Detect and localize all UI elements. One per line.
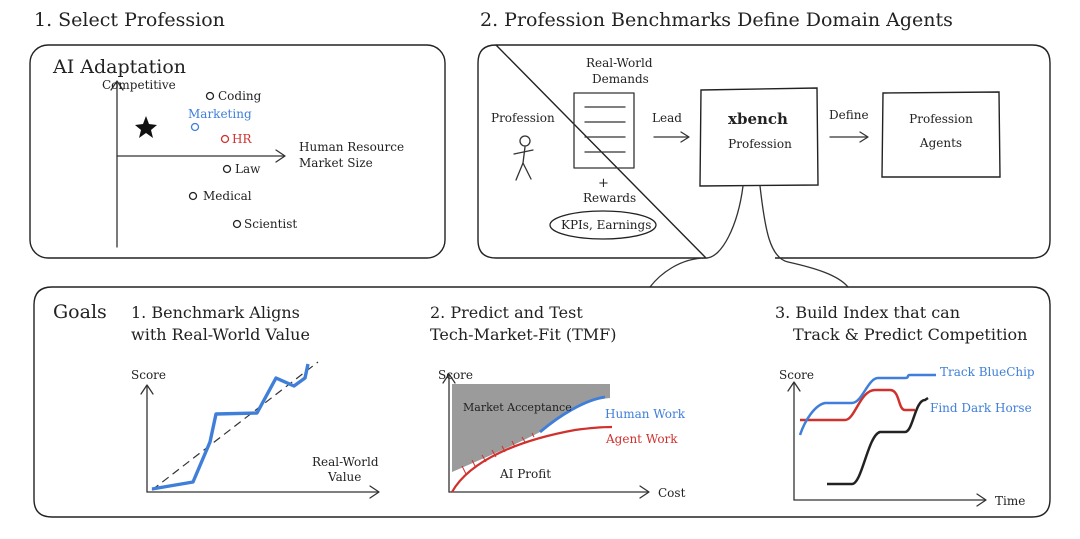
goal1-x-label-line2: Value <box>327 470 361 484</box>
person-icon <box>513 135 534 181</box>
section1-panel <box>29 44 446 259</box>
goal1-trend-line <box>151 361 319 491</box>
agent-work-label: Agent Work <box>605 432 678 446</box>
point-label: Scientist <box>244 217 297 231</box>
demands-line1: Real-World <box>586 56 653 70</box>
circle-marker-icon <box>222 164 232 174</box>
goals-label: Goals <box>53 301 107 323</box>
agents-line2: Agents <box>919 136 962 150</box>
document-icon <box>573 92 635 169</box>
plus-sign: + <box>598 176 609 191</box>
x-axis-label-line2: Market Size <box>299 156 373 170</box>
goal1-axes <box>140 384 380 499</box>
section1-title: 1. Select Profession <box>34 9 225 31</box>
market-acceptance-area <box>452 384 610 472</box>
point-label: Medical <box>203 189 252 203</box>
x-axis-label-line1: Human Resource <box>299 140 404 154</box>
goal2-y-label: Score <box>438 368 473 382</box>
connector-curve-left <box>649 185 744 288</box>
lead-arrow-icon <box>653 131 690 143</box>
goal2-title-line2: Tech-Market-Fit (TMF) <box>430 325 617 344</box>
point-label: Coding <box>218 89 262 103</box>
point-label: HR <box>232 132 252 146</box>
red-index-line <box>800 388 915 422</box>
goal3-title-line1: 3. Build Index that can <box>775 303 960 322</box>
goal1-title-line2: with Real-World Value <box>131 325 310 344</box>
track-bluechip-label: Track BlueChip <box>940 365 1035 379</box>
connector-curve-right <box>759 185 849 288</box>
xbench-box <box>699 87 819 187</box>
goal2-title-line1: 2. Predict and Test <box>430 303 583 322</box>
bluechip-line <box>798 373 936 436</box>
section2-title: 2. Profession Benchmarks Define Domain A… <box>480 9 953 31</box>
agents-box <box>881 91 1001 178</box>
profession-point-medical[interactable]: Medical <box>188 189 252 203</box>
point-label: Marketing <box>188 107 252 121</box>
circle-marker-icon <box>188 191 198 201</box>
profession-label: Profession <box>491 111 555 125</box>
define-arrow-icon <box>829 131 869 143</box>
define-label: Define <box>829 108 869 122</box>
goal2-x-label: Cost <box>658 486 686 500</box>
xbench-title: xbench <box>728 110 788 128</box>
profession-point-scientist[interactable]: Scientist <box>232 217 298 231</box>
goal3-axes <box>787 381 987 507</box>
goal2-axes <box>442 373 650 499</box>
lead-label: Lead <box>652 111 682 125</box>
goal3-x-label: Time <box>995 494 1025 508</box>
goal3-title-line2: Track & Predict Competition <box>793 325 1027 344</box>
circle-marker-icon <box>190 122 200 132</box>
adaptation-axes <box>110 80 286 248</box>
rewards-label: Rewards <box>583 191 636 205</box>
profession-point-marketing[interactable]: Marketing <box>188 107 252 132</box>
y-axis-label-competitive: Competitive <box>102 78 176 92</box>
profession-point-coding[interactable]: Coding <box>205 89 262 103</box>
agents-line1: Profession <box>909 112 973 126</box>
star-icon <box>135 116 157 138</box>
goal1-title-line1: 1. Benchmark Aligns <box>131 303 300 322</box>
goal3-y-label: Score <box>779 368 814 382</box>
section2-panel <box>477 44 1051 259</box>
circle-marker-icon <box>220 134 230 144</box>
ai-profit-label: AI Profit <box>499 467 551 481</box>
section1-panel-title: AI Adaptation <box>52 56 186 78</box>
demands-line2: Demands <box>592 72 649 86</box>
profession-point-law[interactable]: Law <box>222 162 262 176</box>
market-acceptance-label: Market Acceptance <box>463 401 572 414</box>
circle-marker-icon <box>205 91 215 101</box>
profession-point-hr[interactable]: HR <box>220 132 253 146</box>
goal1-score-line <box>151 363 310 491</box>
human-work-label: Human Work <box>605 407 686 421</box>
find-dark-horse-label: Find Dark Horse <box>930 401 1032 415</box>
goal1-y-label: Score <box>131 368 166 382</box>
goal1-x-label-line1: Real-World <box>312 455 379 469</box>
rewards-ellipse <box>549 210 657 240</box>
human-work-curve <box>539 395 606 434</box>
xbench-subtitle: Profession <box>728 137 792 151</box>
goals-panel <box>33 286 1051 518</box>
agent-work-curve <box>451 425 613 493</box>
dark-horse-line <box>827 396 929 486</box>
rewards-detail: KPIs, Earnings <box>561 218 651 232</box>
circle-marker-icon <box>232 219 242 229</box>
point-label: Law <box>235 162 261 176</box>
